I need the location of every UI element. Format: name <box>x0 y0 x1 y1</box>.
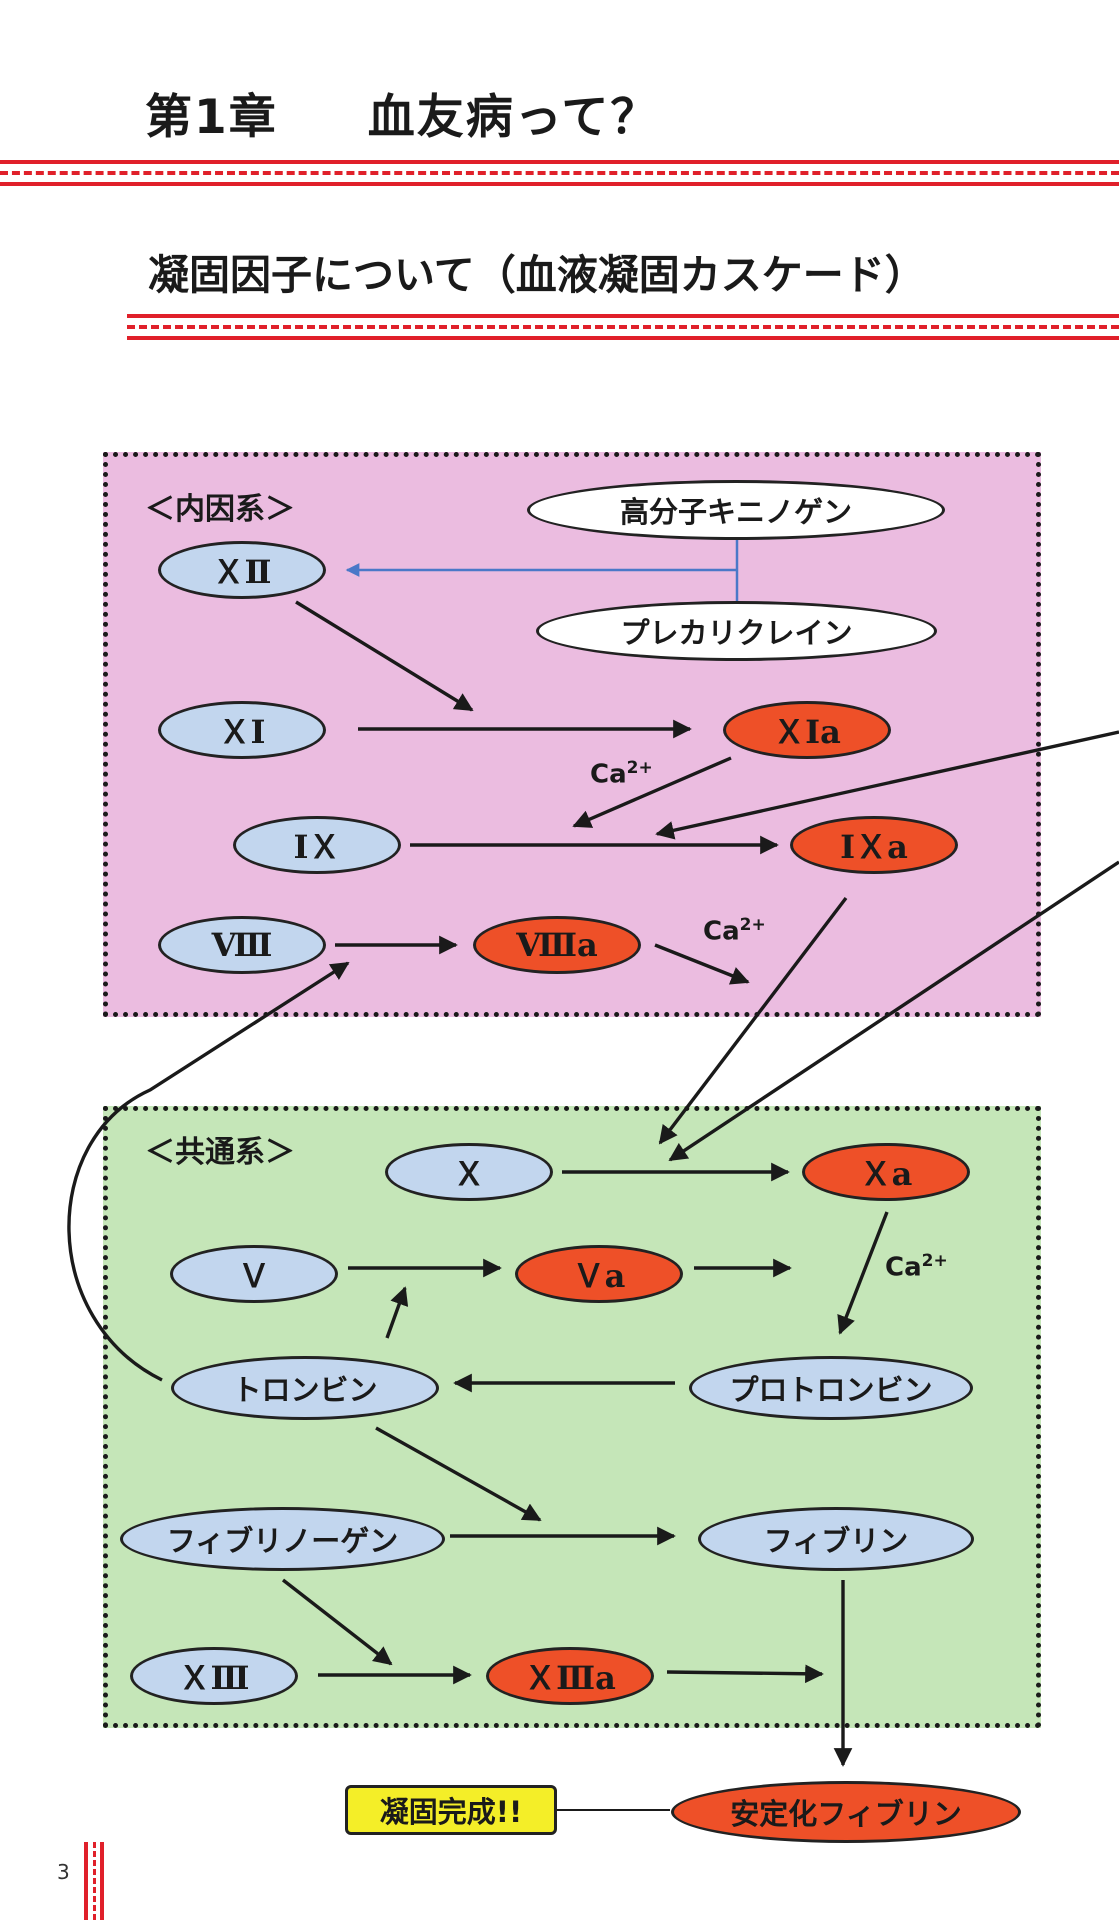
factor-xi-node: ＸⅠ <box>158 701 326 759</box>
page-number: 3 <box>57 1860 70 1884</box>
prekallikrein-node: プレカリクレイン <box>536 601 937 661</box>
section-title: 凝固因子について（血液凝固カスケード） <box>148 251 926 299</box>
chapter-heading: 第1章 血友病って？ <box>145 78 659 147</box>
intrinsic-pathway-label: ＜内因系＞ <box>145 492 295 527</box>
hmwk-node: 高分子キニノゲン <box>527 480 945 540</box>
chapter-title: 血友病って？ <box>367 90 660 145</box>
completion-badge: 凝固完成!! <box>345 1785 557 1835</box>
factor-v-node: Ｖ <box>170 1245 338 1303</box>
fibrin-node: フィブリン <box>698 1507 974 1571</box>
factor-xii-node: ＸⅡ <box>158 541 326 599</box>
factor-ix-node: ⅠＸ <box>233 816 401 874</box>
page-edge-marker <box>84 1842 104 1920</box>
factor-xa-node: Ｘa <box>802 1143 970 1201</box>
calcium-label-common: Ca2+ <box>885 1251 948 1283</box>
chapter-divider <box>0 160 1119 186</box>
stable-fibrin-node: 安定化フィブリン <box>671 1781 1021 1843</box>
chapter-number: 第1章 <box>145 90 278 145</box>
calcium-label-intrinsic-1: Ca2+ <box>590 758 653 790</box>
factor-viii-node: Ⅷ <box>158 916 326 974</box>
factor-viiia-node: Ⅷa <box>473 916 641 974</box>
factor-ixa-node: ⅠＸa <box>790 816 958 874</box>
factor-xiii-node: ＸⅢ <box>130 1647 298 1705</box>
thrombin-node: トロンビン <box>171 1356 439 1420</box>
prothrombin-node: プロトロンビン <box>689 1356 973 1420</box>
fibrinogen-node: フィブリノーゲン <box>120 1507 445 1571</box>
section-divider <box>127 314 1119 340</box>
factor-xia-node: ＸⅠa <box>723 701 891 759</box>
factor-va-node: Ｖa <box>515 1245 683 1303</box>
factor-x-node: Ｘ <box>385 1143 553 1201</box>
calcium-label-intrinsic-2: Ca2+ <box>703 915 766 947</box>
factor-xiiia-node: ＸⅢa <box>486 1647 654 1705</box>
common-pathway-label: ＜共通系＞ <box>145 1135 295 1170</box>
